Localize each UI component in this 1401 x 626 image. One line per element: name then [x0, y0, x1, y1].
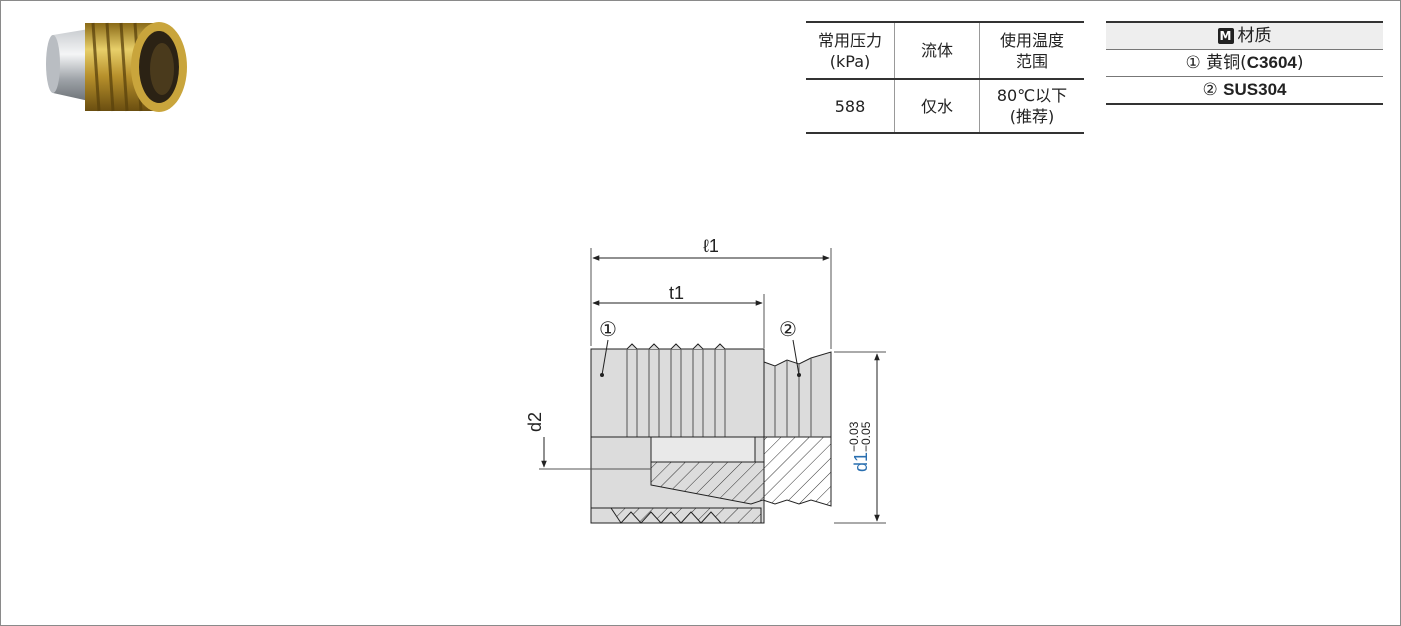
cell-temperature: 80℃以下 (推荐)	[979, 79, 1084, 134]
cell-pressure: 588	[806, 79, 895, 134]
callout-2: ②	[779, 319, 797, 341]
dim-d1-label: d1	[851, 452, 871, 472]
dim-d2-label: d2	[525, 412, 545, 432]
callout-1: ①	[599, 319, 617, 341]
dim-t1-label: t1	[669, 283, 684, 303]
cell-fluid: 仅水	[894, 79, 980, 134]
dim-l1-label: ℓ1	[703, 236, 719, 256]
material-badge: M	[1217, 28, 1234, 44]
header-temperature: 使用温度 范围	[979, 21, 1084, 80]
product-photo	[46, 22, 187, 112]
sleeve-body	[763, 351, 832, 438]
header-fluid: 流体	[894, 21, 980, 80]
header-pressure: 常用压力 (kPa)	[806, 21, 895, 80]
cross-section-drawing: ① ② ℓ1 t1 d2 d1 −0.03 −0.05	[525, 236, 886, 524]
spec-table: 常用压力 (kPa) 流体 使用温度 范围 588 仅水 80℃以下 (推荐)	[806, 21, 1084, 134]
material-row-1: ① 黄铜(C3604)	[1106, 50, 1383, 77]
dim-d1-tolerance-upper: −0.03	[847, 421, 861, 452]
dim-d1-tolerance-lower: −0.05	[859, 421, 873, 452]
material-title: 材质	[1237, 26, 1272, 46]
brass-body	[590, 343, 832, 524]
material-row-2: ② SUS304	[1106, 77, 1383, 105]
